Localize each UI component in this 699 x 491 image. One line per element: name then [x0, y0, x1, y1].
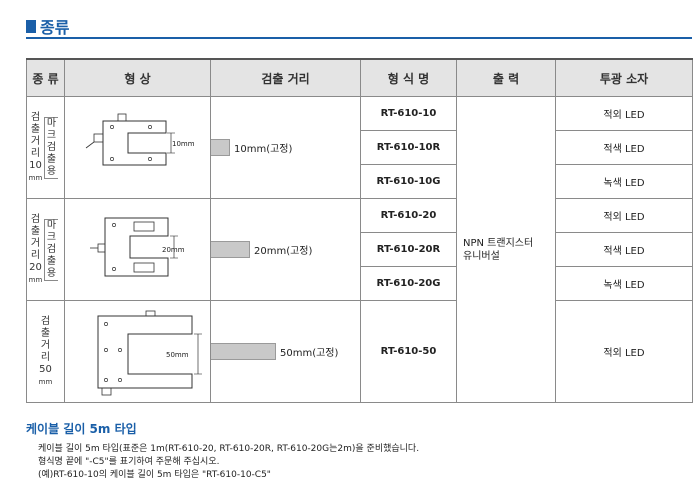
category-cell-50: 검 출 거 리 50 mm	[26, 300, 65, 403]
title-square-icon	[26, 19, 36, 33]
category-label-20: 검 출 거 리 20 mm	[28, 213, 43, 284]
sensor-50mm-diagram: 50mm	[97, 310, 202, 396]
distance-label-10: 10mm(고정)	[234, 144, 293, 155]
table-row: RT-610-20R 적색 LED	[27, 232, 693, 267]
model-cell: RT-610-20G	[360, 266, 457, 301]
sensor-10mm-diagram: 10mm	[85, 113, 195, 166]
shape-cell-50: 50mm	[64, 300, 211, 403]
section-title: 종류	[26, 14, 69, 38]
category-label-50: 검 출 거 리 50 mm	[38, 315, 53, 386]
element-cell: 녹색 LED	[555, 164, 693, 199]
model-cell: RT-610-10G	[360, 164, 457, 199]
cable-note-title: 케이블 길이 5m 타입	[26, 422, 137, 436]
category-label-10: 검 출 거 리 10 mm	[28, 111, 43, 182]
element-cell: 녹색 LED	[555, 266, 693, 301]
model-cell: RT-610-20R	[360, 232, 457, 267]
model-cell: RT-610-10R	[360, 130, 457, 165]
header-type: 종 류	[26, 58, 65, 97]
header-element: 투광 소자	[555, 58, 693, 97]
table-row: RT-610-10G 녹색 LED	[27, 164, 693, 199]
element-cell: 적외 LED	[555, 96, 693, 131]
table-row: 검 출 거 리 50 mm	[26, 300, 693, 403]
note-line-1: 케이블 길이 5m 타입(표준은 1m(RT-610-20, RT-610-20…	[38, 444, 420, 454]
distance-cell-10: 10mm(고정)	[210, 96, 361, 199]
model-cell: RT-610-50	[360, 300, 457, 403]
diagram-label-50: 50mm	[166, 351, 189, 359]
category-cell-10: 검 출 거 리 10 mm 마 크 검 출 용	[26, 96, 65, 199]
distance-label-20: 20mm(고정)	[254, 246, 313, 257]
note-line-2: 형식명 끝에 "-C5"를 표기하여 주문해 주십시오.	[38, 457, 220, 467]
sensor-20mm-diagram: 20mm	[89, 217, 185, 277]
output-cell: NPN 트랜지스터 유니버설	[456, 96, 556, 403]
mark-detection-label: 마 크 검 출 용	[44, 218, 58, 281]
shape-cell-20: 20mm	[64, 198, 211, 301]
distance-cell-50: 50mm(고정)	[210, 300, 361, 403]
shape-cell-10: 10mm	[64, 96, 211, 199]
spec-table: 종 류 형 상 검출 거리 형 식 명 출 력 투광 소자 검 출 거 리 10…	[26, 58, 693, 403]
category-cell-20: 검 출 거 리 20 mm 마 크 검 출 용	[26, 198, 65, 301]
mark-detection-label: 마 크 검 출 용	[44, 116, 58, 179]
note-line-3: (예)RT-610-10의 케이블 길이 5m 타입은 "RT-610-10-C…	[38, 470, 271, 480]
table-row: RT-610-20G 녹색 LED	[27, 266, 693, 301]
element-cell: 적색 LED	[555, 232, 693, 267]
distance-label-50: 50mm(고정)	[280, 348, 339, 359]
diagram-label-10: 10mm	[172, 140, 195, 148]
element-cell: 적외 LED	[555, 198, 693, 233]
cable-bar-10	[211, 139, 230, 156]
model-cell: RT-610-10	[360, 96, 457, 131]
cable-bar-50	[211, 343, 276, 360]
header-distance: 검출 거리	[210, 58, 361, 97]
element-cell: 적외 LED	[555, 300, 693, 403]
header-model: 형 식 명	[360, 58, 457, 97]
element-cell: 적색 LED	[555, 130, 693, 165]
header-output: 출 력	[456, 58, 556, 97]
output-line-1: NPN 트랜지스터	[463, 237, 534, 249]
model-cell: RT-610-20	[360, 198, 457, 233]
distance-cell-20: 20mm(고정)	[210, 198, 361, 301]
output-line-2: 유니버설	[463, 250, 500, 262]
cable-bar-20	[211, 241, 250, 258]
section-title-text: 종류	[40, 18, 70, 37]
table-row: 검 출 거 리 20 mm 마 크 검 출 용	[26, 198, 693, 301]
header-shape: 형 상	[64, 58, 211, 97]
diagram-label-20: 20mm	[162, 246, 185, 254]
header-row: 종 류 형 상 검출 거리 형 식 명 출 력 투광 소자	[26, 58, 693, 97]
table-row: 검 출 거 리 10 mm 마 크 검 출 용	[26, 96, 693, 403]
title-rule	[26, 37, 692, 39]
